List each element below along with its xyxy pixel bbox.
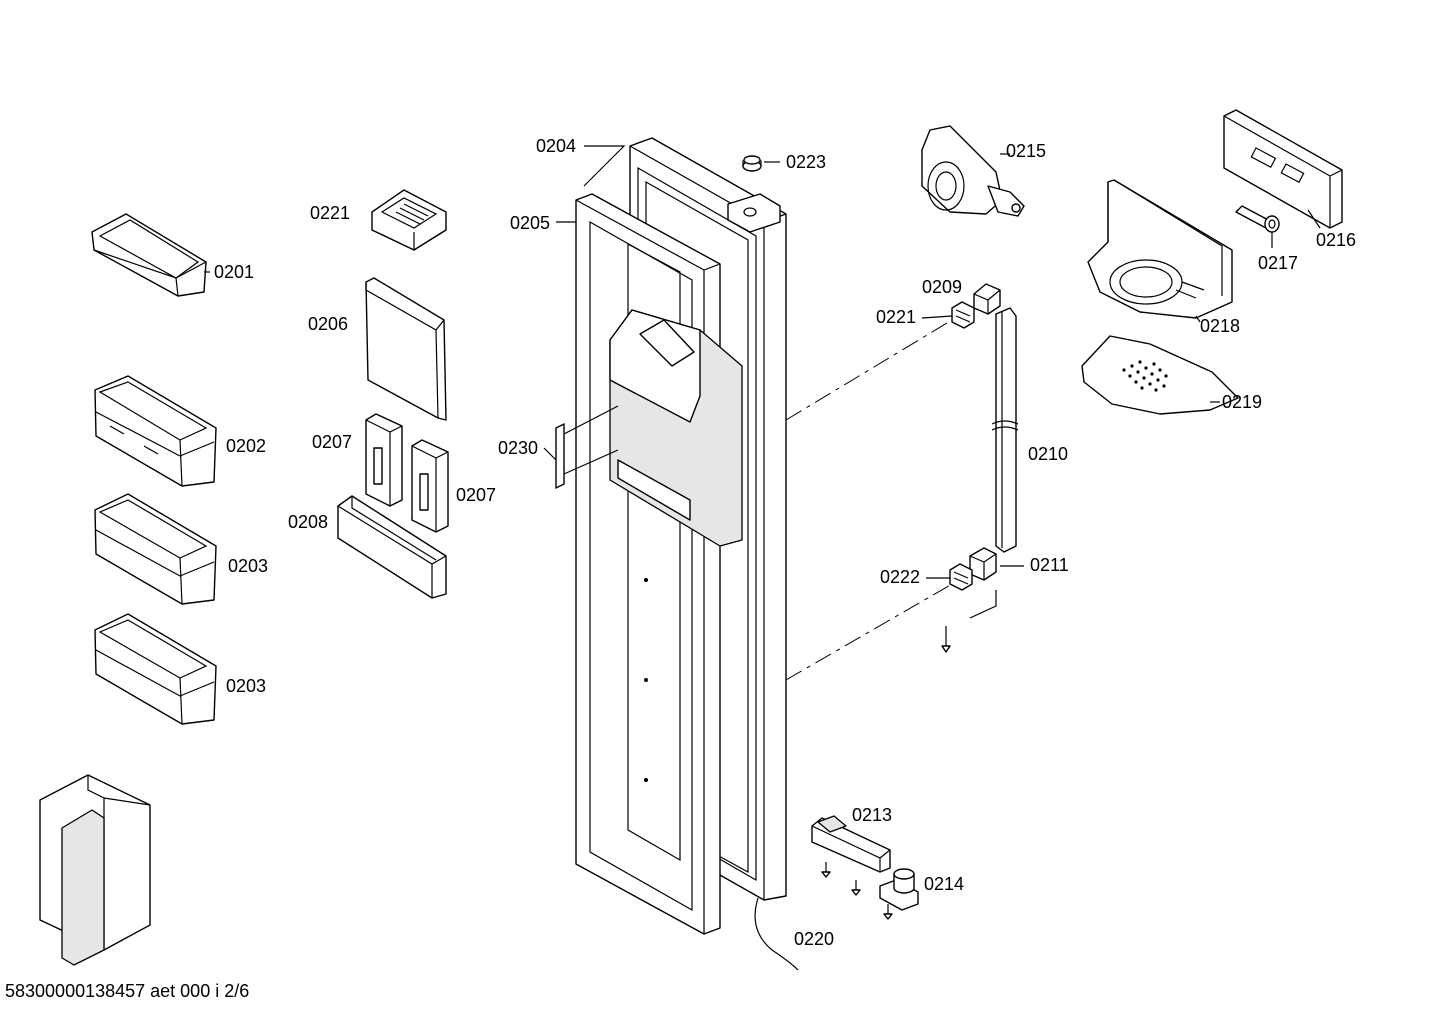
document-reference-footer: 58300000138457 aet 000 i 2/6	[5, 981, 250, 1001]
callout-0209: 0209	[922, 277, 962, 297]
part-0216-pcb	[1223, 109, 1343, 229]
callout-0203-a: 0203	[228, 556, 268, 576]
part-0207-cartridge-b	[411, 439, 449, 533]
callout-0208: 0208	[288, 512, 328, 532]
part-0214-bearing	[879, 868, 919, 911]
callout-0215: 0215	[1006, 141, 1046, 161]
part-0210-handle	[991, 307, 1019, 553]
part-0230-strip	[555, 405, 619, 489]
screw-a	[821, 862, 831, 878]
part-0208-holder	[337, 495, 447, 599]
callout-0219: 0219	[1222, 392, 1262, 412]
part-0206-panel	[365, 277, 447, 421]
part-0215-motor	[921, 125, 1025, 217]
callout-0206: 0206	[308, 314, 348, 334]
part-0207-cartridge-a	[365, 413, 403, 507]
callout-0201: 0201	[214, 262, 254, 282]
callout-0202: 0202	[226, 436, 266, 456]
callout-0220: 0220	[794, 929, 834, 949]
part-0203-bin-a	[94, 493, 217, 605]
part-0205-liner	[575, 193, 743, 935]
callout-0221-b: 0221	[876, 307, 916, 327]
screw-c	[883, 904, 893, 920]
callout-0204: 0204	[536, 136, 576, 156]
callout-0221-a: 0221	[310, 203, 350, 223]
part-0223-cap	[742, 155, 762, 172]
part-0220-cable	[754, 897, 799, 971]
callout-0210: 0210	[1028, 444, 1068, 464]
part-0221-cover	[371, 189, 447, 251]
callout-0211: 0211	[1030, 555, 1069, 575]
callout-0214: 0214	[924, 874, 964, 894]
part-0209-cap	[973, 283, 1001, 315]
callout-0205: 0205	[510, 213, 550, 233]
part-0201-shelf	[91, 213, 207, 297]
callout-0222: 0222	[880, 567, 920, 587]
part-0221-endcap	[951, 301, 975, 329]
screw-handle	[941, 626, 951, 653]
part-0203-bin-b	[94, 613, 217, 725]
fridge-thumbnail	[39, 774, 151, 966]
callout-0207-b: 0207	[456, 485, 496, 505]
callout-0218: 0218	[1200, 316, 1240, 336]
screw-b	[851, 880, 861, 896]
callout-0217: 0217	[1258, 253, 1298, 273]
part-0213-hinge	[811, 815, 891, 873]
part-0219-grille	[1081, 335, 1239, 415]
callout-0230: 0230	[498, 438, 538, 458]
callout-0213: 0213	[852, 805, 892, 825]
part-0211-cap	[969, 547, 997, 581]
callout-0203-b: 0203	[226, 676, 266, 696]
callout-0223: 0223	[786, 152, 826, 172]
part-0218-housing	[1087, 179, 1233, 319]
callout-0207-a: 0207	[312, 432, 352, 452]
callout-0216: 0216	[1316, 230, 1356, 250]
leader-lines	[204, 145, 1321, 579]
part-0202-bin	[94, 375, 217, 487]
part-0222-cap	[949, 563, 973, 591]
part-0217-connector	[1235, 205, 1280, 233]
